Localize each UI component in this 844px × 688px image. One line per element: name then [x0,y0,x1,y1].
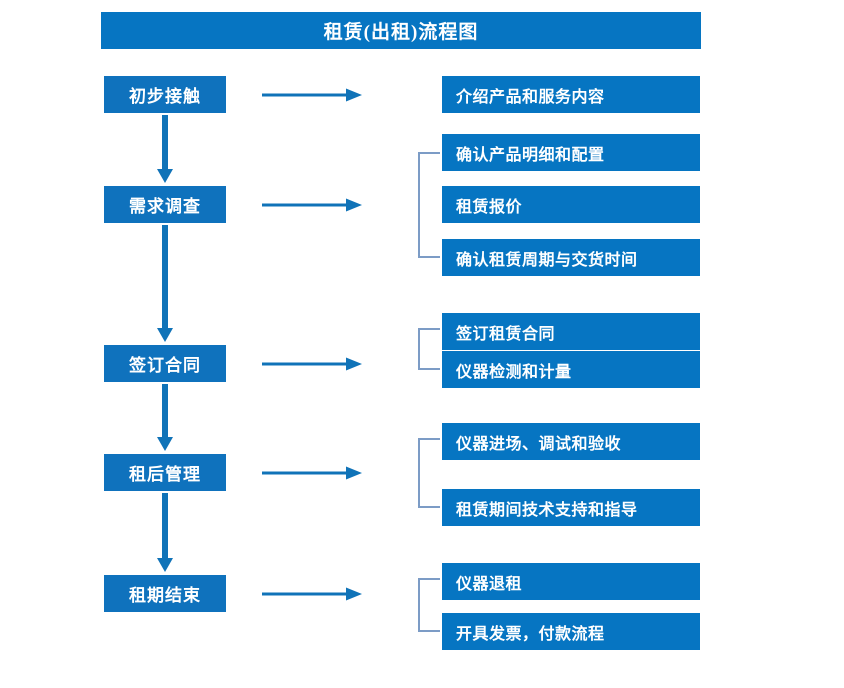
arrow-down-contact-to-survey-icon [157,115,173,183]
detail-box-technical-support[interactable]: 租赁期间技术支持和指导 [442,489,700,526]
stage-box-demand-survey[interactable]: 需求调查 [104,186,226,223]
detail-box-instrument-installation[interactable]: 仪器进场、调试和验收 [442,423,700,460]
arrow-right-lease-end-icon [262,587,362,601]
stage-box-initial-contact[interactable]: 初步接触 [104,76,226,113]
stage-box-sign-contract[interactable]: 签订合同 [104,345,226,382]
stage-box-lease-end[interactable]: 租期结束 [104,575,226,612]
arrow-down-post-to-end-icon [157,493,173,572]
arrow-right-post-rental-icon [262,466,362,480]
detail-box-confirm-product-details[interactable]: 确认产品明细和配置 [442,134,700,171]
page-title: 租赁(出租)流程图 [101,12,701,49]
arrow-right-demand-survey-icon [262,198,362,212]
detail-box-instrument-inspection[interactable]: 仪器检测和计量 [442,351,700,388]
arrow-down-survey-to-contract-icon [157,225,173,342]
bracket-lease-end [418,578,440,632]
detail-box-introduce-products[interactable]: 介绍产品和服务内容 [442,76,700,113]
detail-box-sign-lease-contract[interactable]: 签订租赁合同 [442,313,700,350]
bracket-demand-survey [418,152,440,258]
bracket-post-rental [418,438,440,508]
arrow-right-initial-contact-icon [262,88,362,102]
detail-box-confirm-lease-period[interactable]: 确认租赁周期与交货时间 [442,239,700,276]
arrow-down-contract-to-post-icon [157,384,173,451]
bracket-sign-contract [418,328,440,370]
detail-box-rental-quotation[interactable]: 租赁报价 [442,186,700,223]
stage-box-post-rental-management[interactable]: 租后管理 [104,454,226,491]
detail-box-instrument-return[interactable]: 仪器退租 [442,563,700,600]
arrow-right-sign-contract-icon [262,357,362,371]
detail-box-invoice-payment[interactable]: 开具发票，付款流程 [442,613,700,650]
